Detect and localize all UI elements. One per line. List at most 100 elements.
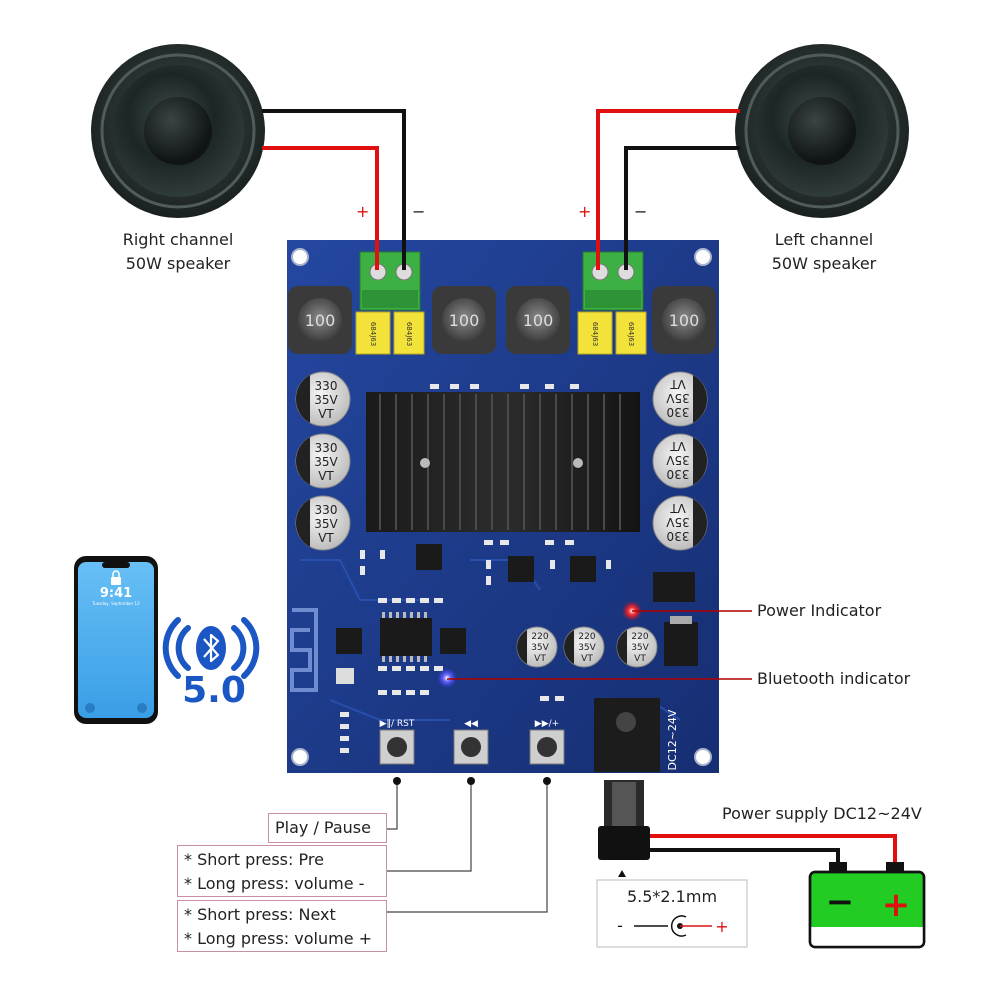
speaker-wires bbox=[262, 109, 740, 270]
speaker-left-minus: − bbox=[634, 202, 648, 221]
svg-text:◀◀: ◀◀ bbox=[464, 719, 478, 729]
bluetooth-version: 5.0 bbox=[182, 670, 246, 711]
svg-text:220: 220 bbox=[578, 632, 595, 642]
svg-text:100: 100 bbox=[523, 311, 554, 330]
leader-dot bbox=[467, 777, 475, 785]
svg-text:VT: VT bbox=[318, 531, 334, 545]
inductor: 100 bbox=[506, 286, 570, 354]
svg-text:35V: 35V bbox=[665, 453, 689, 467]
left-speaker bbox=[735, 44, 909, 218]
ic-chip bbox=[416, 544, 442, 570]
heatsink bbox=[366, 392, 640, 532]
electrolytic-capacitor: 330 35V VT bbox=[652, 433, 708, 489]
svg-text:35V: 35V bbox=[665, 515, 689, 529]
smartphone: 9:41 Tuesday, September 12 bbox=[74, 556, 158, 724]
svg-text:35V: 35V bbox=[314, 455, 338, 469]
svg-text:VT: VT bbox=[534, 654, 546, 664]
svg-text:35V: 35V bbox=[665, 391, 689, 405]
power-indicator-label: Power Indicator bbox=[757, 601, 882, 620]
right-speaker-label: Right channel 50W speaker bbox=[122, 230, 234, 273]
right-speaker bbox=[91, 44, 265, 218]
antenna-trace bbox=[290, 608, 318, 692]
electrolytic-capacitor: 220 35V VT bbox=[616, 626, 658, 668]
camera-icon bbox=[137, 703, 147, 713]
svg-text:220: 220 bbox=[531, 632, 548, 642]
film-capacitor: 684J63 bbox=[577, 311, 613, 355]
next-button-label: * Short press: Next * Long press: volume… bbox=[177, 900, 387, 952]
bluetooth-led bbox=[437, 668, 457, 688]
dc-jack: DC12~24V bbox=[594, 698, 679, 772]
ic-chip bbox=[440, 628, 466, 654]
left-speaker-terminal bbox=[582, 251, 644, 311]
bluetooth-icon bbox=[162, 617, 260, 679]
electrolytic-capacitor: 330 35V VT bbox=[295, 371, 351, 427]
svg-text:VT: VT bbox=[318, 407, 334, 421]
svg-text:684J63: 684J63 bbox=[591, 322, 599, 346]
svg-text:35V: 35V bbox=[578, 643, 596, 653]
svg-text:VT: VT bbox=[634, 654, 646, 664]
svg-text:−: − bbox=[826, 882, 855, 922]
battery: − + bbox=[808, 862, 926, 949]
play-pause-label: Play / Pause bbox=[268, 813, 387, 843]
svg-text:9:41: 9:41 bbox=[100, 586, 132, 601]
svg-text:684J63: 684J63 bbox=[369, 322, 377, 346]
bluetooth-indicator-label: Bluetooth indicator bbox=[757, 669, 911, 688]
dc-plug bbox=[598, 780, 650, 877]
svg-text:330: 330 bbox=[667, 467, 690, 481]
svg-text:▶‖/ RST: ▶‖/ RST bbox=[380, 719, 415, 729]
lock-icon bbox=[111, 570, 121, 585]
diode bbox=[653, 572, 695, 602]
electrolytic-capacitor: 330 35V VT bbox=[652, 495, 708, 551]
jack-spec-box: 5.5*2.1mm - + bbox=[596, 879, 748, 948]
film-capacitor: 684J63 bbox=[355, 311, 391, 355]
svg-text:330: 330 bbox=[315, 441, 338, 455]
power-supply-label: Power supply DC12~24V bbox=[722, 804, 922, 823]
svg-text:+: + bbox=[715, 917, 728, 936]
svg-text:-: - bbox=[617, 916, 623, 935]
svg-text:330: 330 bbox=[667, 405, 690, 419]
film-capacitor: 684J63 bbox=[393, 311, 425, 355]
ic-chip bbox=[336, 628, 362, 654]
svg-text:35V: 35V bbox=[531, 643, 549, 653]
svg-text:330: 330 bbox=[667, 529, 690, 543]
speaker-right-minus: − bbox=[412, 202, 426, 221]
electrolytic-capacitor: 220 35V VT bbox=[516, 626, 558, 668]
speaker-left-plus: + bbox=[578, 202, 592, 221]
play-pause-switch: ▶‖/ RST bbox=[379, 719, 415, 765]
svg-text:100: 100 bbox=[669, 311, 700, 330]
right-speaker-terminal bbox=[359, 251, 421, 311]
smd-resistors bbox=[340, 384, 611, 753]
svg-text:DC12~24V: DC12~24V bbox=[666, 709, 679, 770]
svg-text:684J63: 684J63 bbox=[405, 322, 413, 346]
svg-text:684J63: 684J63 bbox=[627, 322, 635, 346]
electrolytic-capacitor: 220 35V VT bbox=[563, 626, 605, 668]
speaker-right-plus: + bbox=[356, 202, 370, 221]
svg-text:5.5*2.1mm: 5.5*2.1mm bbox=[627, 887, 717, 906]
svg-text:▶▶/+: ▶▶/+ bbox=[535, 719, 559, 729]
prev-switch: ◀◀ bbox=[453, 719, 489, 765]
svg-text:35V: 35V bbox=[631, 643, 649, 653]
regulator bbox=[664, 616, 698, 666]
inductor: 100 bbox=[652, 286, 716, 354]
electrolytic-capacitor: 330 35V VT bbox=[295, 495, 351, 551]
svg-text:330: 330 bbox=[315, 503, 338, 517]
amplifier-board: 100 100 100 100 684J63 684J63 684J6 bbox=[287, 240, 719, 773]
ic-chip bbox=[380, 612, 432, 662]
film-capacitor: 684J63 bbox=[615, 311, 647, 355]
svg-text:Tuesday, September 12: Tuesday, September 12 bbox=[91, 601, 140, 606]
prev-button-label: * Short press: Pre * Long press: volume … bbox=[177, 845, 387, 897]
svg-text:100: 100 bbox=[449, 311, 480, 330]
ic-chip bbox=[570, 556, 596, 582]
leader-dot bbox=[543, 777, 551, 785]
svg-text:35V: 35V bbox=[314, 517, 338, 531]
svg-text:VT: VT bbox=[670, 439, 686, 453]
flashlight-icon bbox=[85, 703, 95, 713]
svg-text:VT: VT bbox=[318, 469, 334, 483]
svg-text:220: 220 bbox=[631, 632, 648, 642]
svg-text:VT: VT bbox=[581, 654, 593, 664]
svg-text:330: 330 bbox=[315, 379, 338, 393]
electrolytic-capacitor: 330 35V VT bbox=[295, 433, 351, 489]
inductor: 100 bbox=[432, 286, 496, 354]
svg-text:VT: VT bbox=[670, 377, 686, 391]
